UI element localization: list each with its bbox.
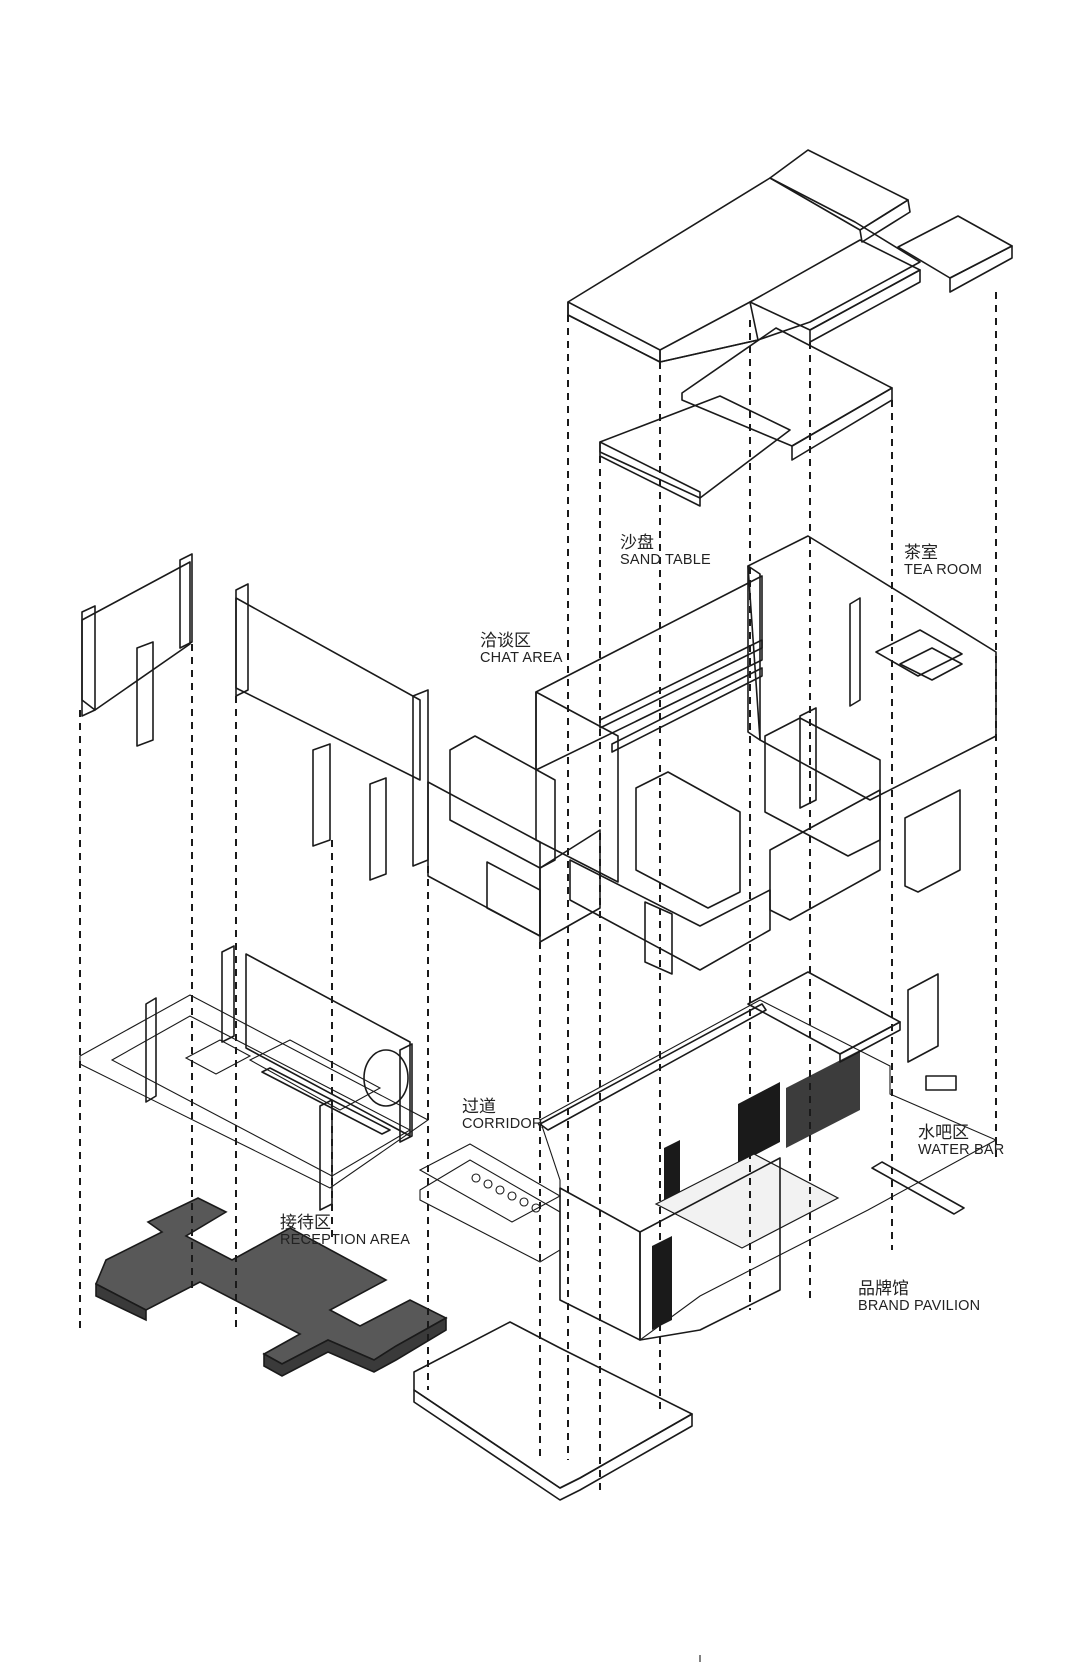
label-tea-room: 茶室 TEA ROOM — [904, 544, 982, 579]
label-water-bar: 水吧区 WATER BAR — [918, 1124, 1004, 1159]
wall-chat-main-front — [535, 691, 619, 883]
roof-layer — [567, 149, 1013, 363]
wall-chat-shelf — [599, 639, 763, 729]
label-tea-room-zh: 茶室 — [904, 543, 938, 563]
wall-chat-box — [449, 735, 556, 869]
wall-chat-front-panel — [644, 901, 673, 975]
reception-rug — [248, 1039, 382, 1111]
sand-slab-dark-side — [791, 387, 893, 461]
floor-pavilion-platform-side — [839, 1021, 901, 1063]
sand-slab-white-side — [599, 441, 701, 507]
label-corridor-zh: 过道 — [462, 1097, 496, 1117]
brick-floor-patch — [654, 1153, 840, 1249]
label-reception-area-en: RECEPTION AREA — [280, 1231, 411, 1248]
label-reception-area-zh: 接待区 — [280, 1213, 331, 1233]
pavilion-front-side — [639, 1157, 781, 1341]
label-reception-area: 接待区 RECEPTION AREA — [280, 1214, 410, 1249]
floor-slab-white — [413, 1321, 693, 1489]
wall-right-far — [904, 789, 961, 893]
label-corridor-en: CORRIDOR — [462, 1115, 543, 1132]
roof-slab-right-side — [809, 269, 921, 343]
sand-table-slabs — [599, 327, 893, 507]
label-brand-pavilion-en: BRAND PAVILION — [858, 1297, 981, 1314]
wall-tea-cubby — [875, 629, 963, 677]
roof-slab-dark-right-side — [949, 245, 1013, 293]
roof-slab-main-side2 — [659, 301, 759, 363]
water-bar-door — [907, 973, 939, 1063]
label-brand-pavilion: 品牌馆 BRAND PAVILION — [858, 1280, 980, 1315]
reception-post-a — [221, 945, 235, 1043]
wall-tea-cubby2 — [899, 647, 963, 681]
label-water-bar-en: WATER BAR — [918, 1141, 1005, 1158]
wall-chat-box-front — [486, 861, 541, 937]
wall-reception-long — [235, 597, 421, 781]
reception-post-c — [145, 997, 157, 1103]
floor-slab-dark — [94, 1197, 448, 1365]
label-chat-area-en: CHAT AREA — [480, 649, 563, 666]
label-sand-table: 沙盘 SAND TABLE — [620, 534, 711, 569]
wall-chat-bottom — [569, 859, 771, 971]
roof-slab-main — [567, 177, 921, 363]
roof-slab-main-side — [567, 301, 661, 363]
label-tea-room-en: TEA ROOM — [904, 561, 983, 578]
floor-slab-dark-side2 — [263, 1316, 447, 1377]
reception-desk-rect — [184, 1039, 252, 1075]
wall-chat-main — [535, 575, 763, 771]
screen-panel-dark-a — [738, 1082, 780, 1164]
wall-right-box-front — [769, 789, 881, 921]
label-corridor: 过道 CORRIDOR — [462, 1098, 543, 1133]
wall-layer — [81, 535, 997, 975]
round-window — [363, 1049, 409, 1107]
wall-right-box — [764, 717, 881, 857]
water-bar-counter — [925, 1075, 957, 1091]
wall-left-a — [81, 561, 191, 711]
wall-chat-inner-frame — [635, 771, 741, 909]
wall-post-mid — [312, 743, 331, 847]
label-water-bar-zh: 水吧区 — [918, 1123, 969, 1143]
pavilion-bar — [871, 1161, 965, 1215]
label-sand-table-en: SAND TABLE — [620, 551, 711, 568]
roof-slab-upper — [769, 149, 909, 231]
label-chat-area: 洽谈区 CHAT AREA — [480, 632, 563, 667]
wall-chat-box-side — [539, 829, 601, 943]
reception-post-b — [399, 1043, 413, 1143]
wall-left-b-post — [179, 553, 193, 649]
wall-left-a-post — [81, 605, 96, 717]
screen-panel-dark-b — [786, 1050, 860, 1148]
floor-pavilion-ramp — [539, 1003, 767, 1131]
wall-tea-front — [747, 565, 761, 741]
screen-panel-dark-c — [664, 1140, 680, 1204]
sand-slab-white — [599, 395, 791, 499]
label-chat-area-zh: 洽谈区 — [480, 631, 531, 651]
base-slabs — [94, 1197, 693, 1501]
roof-slab-dark-right — [897, 215, 1013, 279]
label-sand-table-zh: 沙盘 — [620, 533, 654, 553]
wall-chat-shelf2 — [611, 667, 763, 753]
wall-left-c-post — [136, 641, 154, 747]
label-brand-pavilion-zh: 品牌馆 — [858, 1279, 909, 1299]
roof-slab-upper-side — [859, 199, 911, 243]
reception-post-d — [319, 1099, 333, 1211]
pavilion-door — [652, 1236, 672, 1330]
wall-tea-partition — [849, 597, 861, 707]
wall-post-low — [369, 777, 387, 881]
floor-slab-white-side — [413, 1389, 693, 1501]
reception-feature-wall — [245, 953, 411, 1137]
projection-lines — [79, 292, 997, 1490]
wall-reception-long-post1 — [235, 583, 249, 697]
corridor-stools — [471, 1173, 541, 1213]
reception-bench — [261, 1067, 391, 1135]
floor-slab-dark-side — [95, 1282, 147, 1322]
